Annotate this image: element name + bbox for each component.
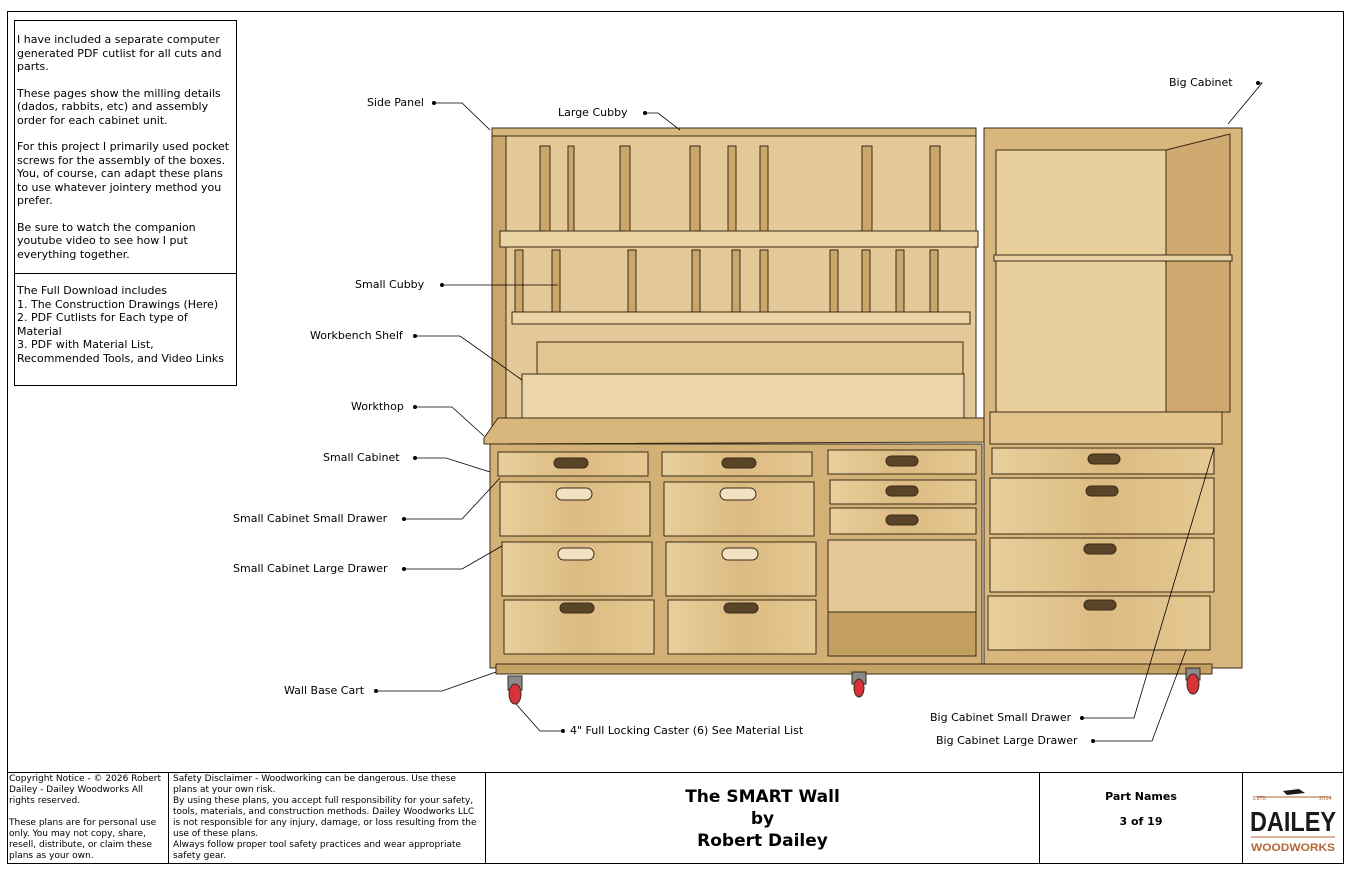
caster [507,675,523,705]
notes-intro: I have included a separate computer gene… [15,21,236,274]
caster [851,671,867,698]
copyright-text: These plans are for personal use only. Y… [9,818,157,861]
sheet-name: Part Names [1105,790,1177,803]
cubby-shelf [499,230,979,248]
title-line: by [750,809,775,829]
label-caster: 4" Full Locking Caster (6) See Material … [570,724,804,737]
safety-text: By using these plans, you accept full re… [173,796,477,839]
page-number: 3 of 19 [1119,815,1163,828]
notes-paragraph: Be sure to watch the companion youtube v… [17,220,196,261]
download-list: The Full Download includes 1. The Constr… [15,274,236,365]
drawer [827,449,977,475]
download-item: 3. PDF with Material List, Recommended T… [17,338,224,365]
label-small-cubby: Small Cubby [355,278,425,291]
notes-paragraph: These pages show the milling details (da… [17,86,221,127]
workbench-shelf [521,373,965,419]
notes-box: I have included a separate computer gene… [14,20,237,386]
title-line: The SMART Wall [685,787,840,807]
label-side-panel: Side Panel [367,96,424,109]
logo-sub: WOODWORKS [1251,842,1335,854]
safety-text: Safety Disclaimer - Woodworking can be d… [173,774,456,795]
logo-main: DAILEY [1250,806,1336,837]
copyright-notice: Copyright Notice - © 2026 Robert Dailey … [7,773,169,864]
download-item: 1. The Construction Drawings (Here) [17,297,219,311]
logo-year: 2014 [1319,796,1332,802]
notes-paragraph: I have included a separate computer gene… [17,33,222,73]
page-frame [7,11,1344,864]
cubby-shelf [511,311,971,325]
label-large-cubby: Large Cubby [558,106,628,119]
download-heading: The Full Download includes [17,284,168,297]
side-panel [491,127,507,435]
safety-text: Always follow proper tool safety practic… [173,840,462,861]
label-workthop: Workthop [351,400,404,413]
copyright-text: Copyright Notice - © 2026 Robert Dailey … [9,774,162,806]
safety-disclaimer: Safety Disclaimer - Woodworking can be d… [169,773,486,864]
caster [1185,667,1201,695]
label-small-cabinet-small-drawer: Small Cabinet Small Drawer [233,512,388,525]
worktop [483,417,987,445]
label-small-cabinet: Small Cabinet [323,451,400,464]
label-big-cabinet-large-drawer: Big Cabinet Large Drawer [936,734,1078,747]
drawing-title: The SMART Wall by Robert Dailey [486,773,1040,864]
logo-estd: ESTD [1253,796,1266,802]
label-big-cabinet: Big Cabinet [1169,76,1233,89]
download-item: 2. PDF Cutlists for Each type of Materia… [17,311,188,338]
label-big-cabinet-small-drawer: Big Cabinet Small Drawer [930,711,1072,724]
label-wall-base-cart: Wall Base Cart [284,684,365,697]
sheet-info: Part Names 3 of 19 [1040,773,1243,864]
title-block: Copyright Notice - © 2026 Robert Dailey … [7,772,1344,865]
title-line: Robert Dailey [697,831,828,851]
label-small-cabinet-large-drawer: Small Cabinet Large Drawer [233,562,388,575]
logo-icon: ESTD 2014 DAILEY WOODWORKS [1250,789,1336,854]
label-workbench-shelf: Workbench Shelf [310,329,403,342]
dailey-woodworks-logo: ESTD 2014 DAILEY WOODWORKS [1243,773,1344,864]
notes-paragraph: For this project I primarily used pocket… [17,140,230,207]
